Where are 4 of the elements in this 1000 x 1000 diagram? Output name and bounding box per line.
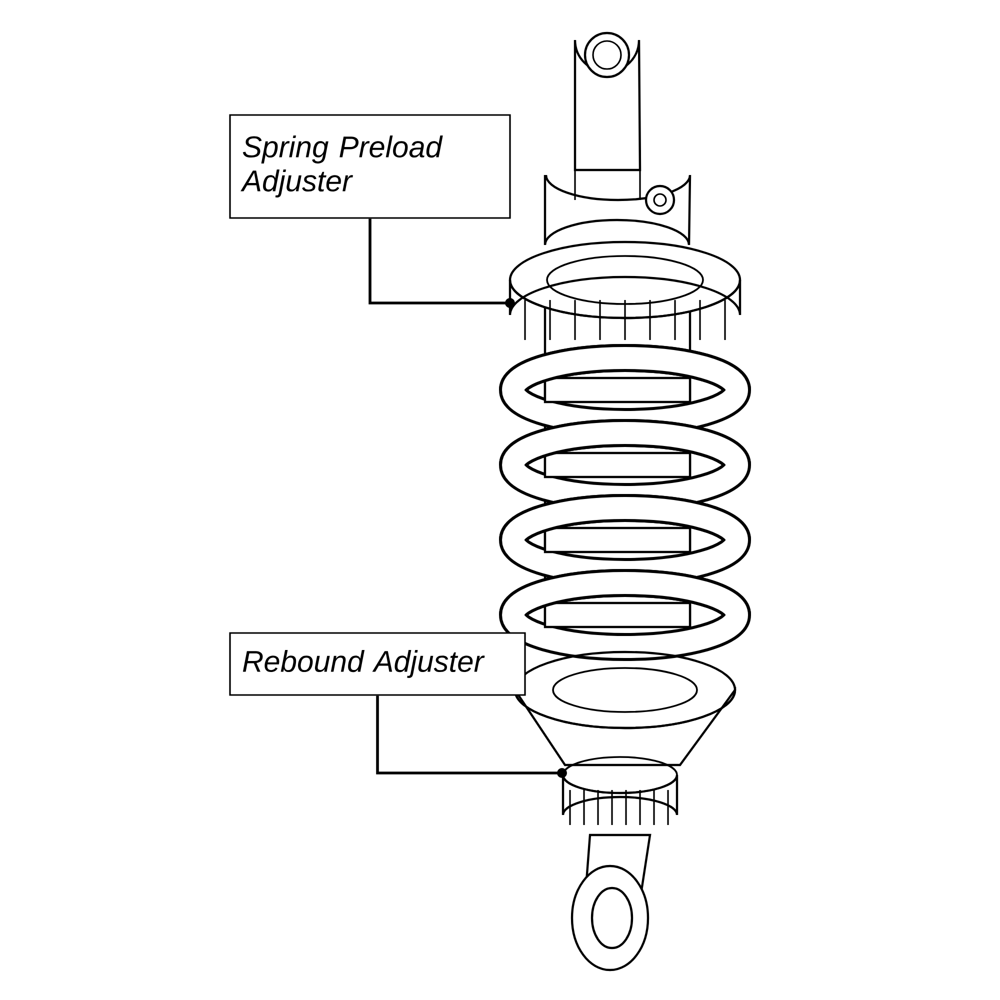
leader-line xyxy=(376,696,567,778)
callout-box: Rebound Adjuster xyxy=(229,632,526,696)
callout-box: Spring Preload Adjuster xyxy=(229,114,511,219)
leader-line xyxy=(368,218,515,308)
